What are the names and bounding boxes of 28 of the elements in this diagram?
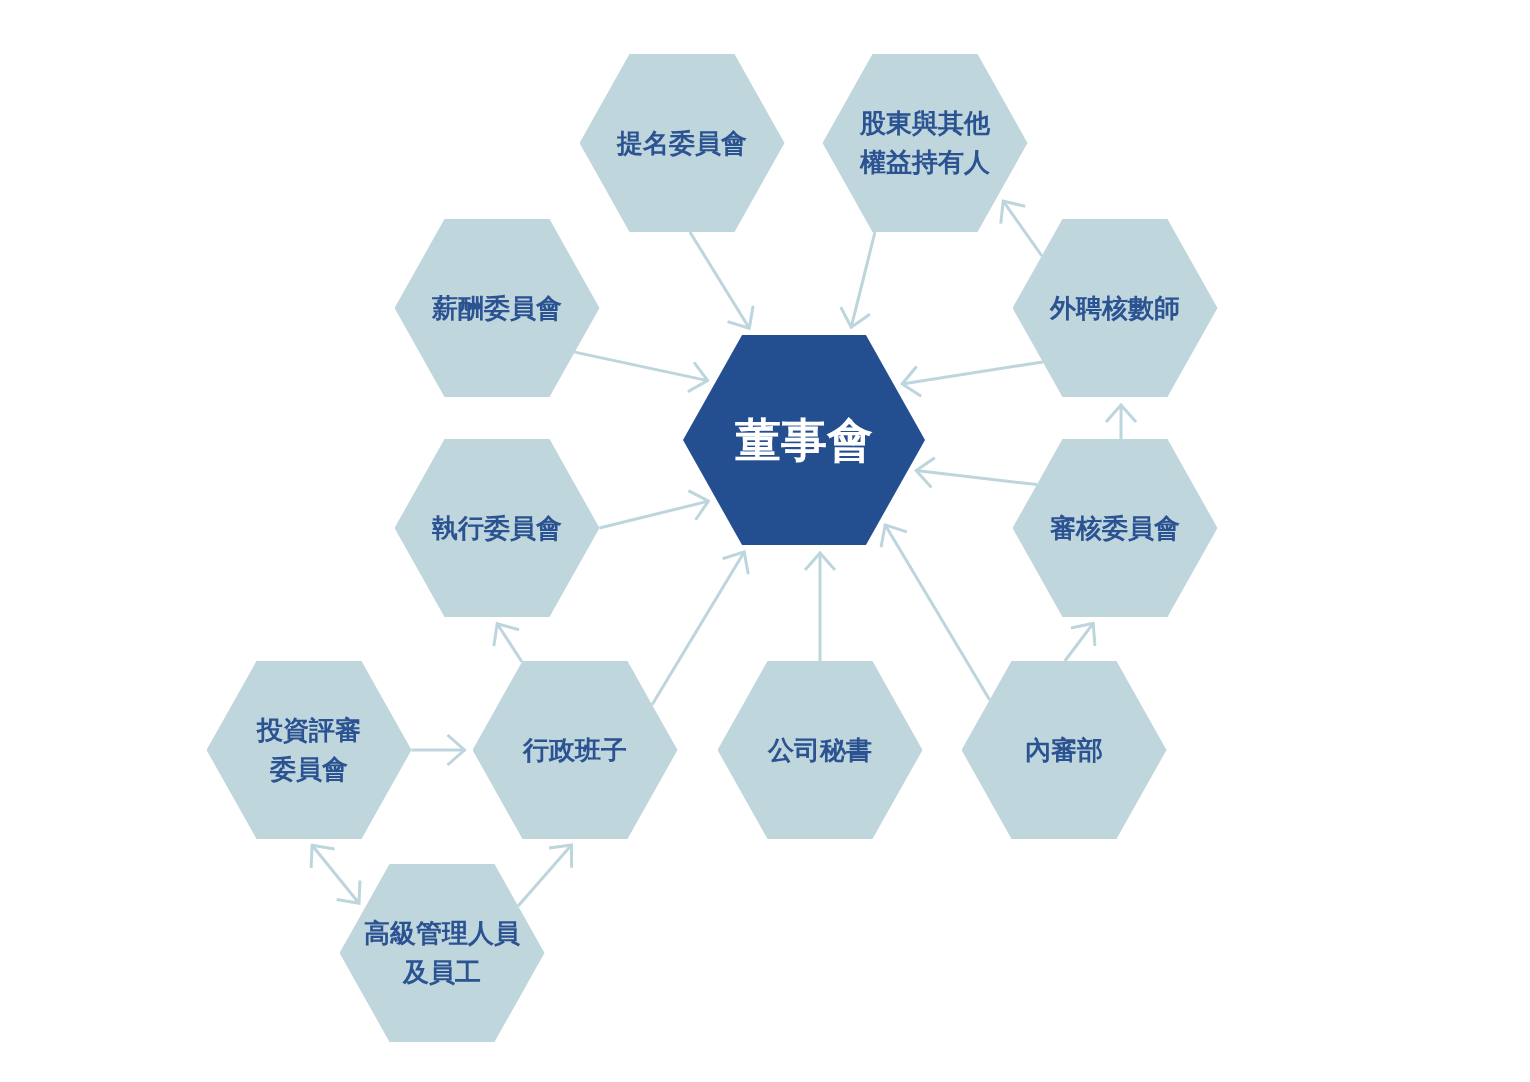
node-label: 提名委員會 bbox=[617, 126, 747, 160]
node-label: 審核委員會 bbox=[1050, 511, 1180, 545]
arrow bbox=[914, 456, 1038, 489]
arrow bbox=[1104, 403, 1138, 439]
node-label: 公司秘書 bbox=[768, 733, 872, 767]
node-label: 高級管理人員及員工 bbox=[363, 917, 521, 989]
node-label: 外聘核數師 bbox=[1050, 291, 1180, 325]
arrow bbox=[411, 733, 466, 767]
arrow bbox=[1063, 621, 1097, 662]
double-arrow bbox=[309, 843, 362, 905]
arrow bbox=[803, 551, 837, 661]
node-label: 行政班子 bbox=[523, 733, 627, 767]
arrow bbox=[900, 360, 1044, 398]
arrow bbox=[879, 523, 991, 701]
arrow bbox=[650, 550, 750, 706]
arrow bbox=[688, 231, 755, 330]
arrow bbox=[999, 199, 1044, 257]
arrow bbox=[839, 231, 877, 329]
node-label: 董事會 bbox=[735, 411, 873, 469]
node-label: 投資評審委員會 bbox=[255, 714, 362, 786]
arrow bbox=[516, 843, 574, 908]
arrow bbox=[599, 489, 710, 530]
arrow bbox=[492, 622, 524, 663]
node-label: 薪酬委員會 bbox=[432, 291, 562, 325]
node-label: 股東與其他權益持有人 bbox=[858, 107, 991, 179]
node-label: 執行委員會 bbox=[432, 511, 562, 545]
node-label: 內審部 bbox=[1025, 733, 1103, 767]
arrow bbox=[574, 350, 710, 394]
